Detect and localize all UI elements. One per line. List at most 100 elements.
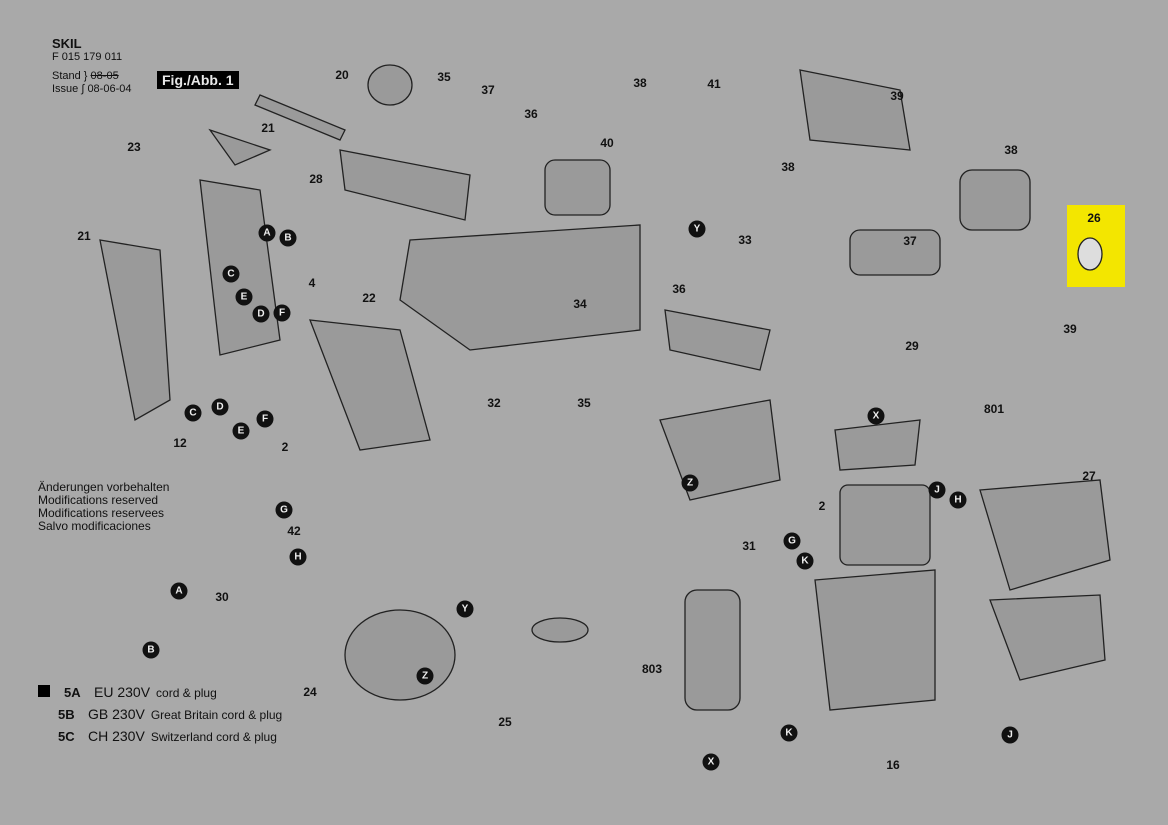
part-number-label: 801 [983,402,1005,416]
part-gear-housing [399,224,641,351]
part-top-cover [339,149,471,221]
part-handle-half [199,179,281,356]
part-cover-27b [989,594,1106,681]
connector-marker: K [796,552,814,570]
part-number-label: 39 [890,89,904,103]
connector-marker: H [289,548,307,566]
part-spring-housing [959,169,1031,231]
part-aux-handle [344,609,456,701]
legend-code: 5B [58,707,75,722]
part-number-label: 35 [577,396,591,410]
part-baffle [834,419,921,471]
mod-fr: Modifications reservees [38,506,165,520]
part-number-label: 2 [281,440,289,454]
part-number-label: 29 [905,339,919,353]
square-marker-icon [38,685,50,697]
part-stator [839,484,931,566]
legend-code: 5C [58,729,75,744]
connector-marker: B [279,229,297,247]
connector-marker: G [783,532,801,550]
connector-marker: D [252,305,270,323]
part-plate [664,309,771,371]
connector-marker: G [275,501,293,519]
mod-es: Salvo modificaciones [38,519,151,533]
part-number-label: 40 [600,136,614,150]
part-number-label: 4 [308,276,316,290]
part-gearbox [659,399,781,501]
part-number-label: 34 [573,297,587,311]
connector-marker: X [867,407,885,425]
part-number-label: 39 [1063,322,1077,336]
part-code: F 015 179 011 [52,51,123,63]
part-sleeve-40 [544,159,611,216]
part-number-label: 30 [215,590,229,604]
mod-en: Modifications reserved [38,493,159,507]
mod-de: Änderungen vorbehalten [38,480,170,494]
part-number-label: 20 [335,68,349,82]
stand-label: Stand [52,70,81,82]
part-number-label: 12 [173,436,187,450]
connector-marker: Y [688,220,706,238]
part-armature [684,589,741,711]
part-barrel [849,229,941,276]
part-trigger-cover [208,128,272,166]
connector-marker: E [232,422,250,440]
connector-marker: J [928,481,946,499]
connector-marker: H [949,491,967,509]
connector-marker: F [256,410,274,428]
part-number-label: 32 [487,396,501,410]
connector-marker: Z [416,667,434,685]
connector-marker: E [235,288,253,306]
part-gear [531,617,589,643]
part-number-label: 28 [309,172,323,186]
part-number-label: 36 [524,107,538,121]
part-number-label: 38 [781,160,795,174]
connector-marker: F [273,304,291,322]
revision-info: Stand } 08-05 Issue ∫ 08-06-04 [52,70,132,95]
part-number-label: 37 [903,234,917,248]
part-handle-left [99,239,171,422]
connector-marker: K [780,724,798,742]
part-number-label: 803 [641,662,663,676]
part-number-label: 16 [886,758,900,772]
part-number-label: 41 [707,77,721,91]
part-wrench [254,94,346,141]
part-motor-housing [814,569,936,711]
connector-marker: J [1001,726,1019,744]
connector-marker: D [211,398,229,416]
part-number-label: 26 [1087,211,1101,225]
part-number-label: 42 [287,524,301,538]
connector-marker: Z [681,474,699,492]
part-number-label: 27 [1082,469,1096,483]
legend-voltage: CH 230V [88,728,145,744]
issue-label: Issue [52,83,79,95]
legend-desc: Great Britain cord & plug [150,708,283,722]
part-number-label: 23 [127,140,141,154]
connector-marker: A [170,582,188,600]
part-number-label: 25 [498,715,512,729]
part-number-label: 37 [481,83,495,97]
connector-marker: C [184,404,202,422]
connector-marker: X [702,753,720,771]
modifications-note: Änderungen vorbehalten Modifications res… [38,481,169,533]
brand-name: SKIL [52,36,82,51]
part-number-label: 21 [77,229,91,243]
legend-row: 5B GB 230V Great Britain cord & plug [38,704,282,726]
part-number-label: 2 [818,499,826,513]
connector-marker: Y [456,600,474,618]
part-cover-27a [979,479,1111,591]
connector-marker: C [222,265,240,283]
part-nose-39 [799,69,911,151]
part-number-label: 31 [742,539,756,553]
part-number-label: 22 [362,291,376,305]
connector-marker: B [142,641,160,659]
part-number-label: 36 [672,282,686,296]
part-number-label: 33 [738,233,752,247]
stand-value: 08-05 [90,70,119,82]
legend-code: 5A [64,685,81,700]
legend-voltage: GB 230V [88,706,145,722]
